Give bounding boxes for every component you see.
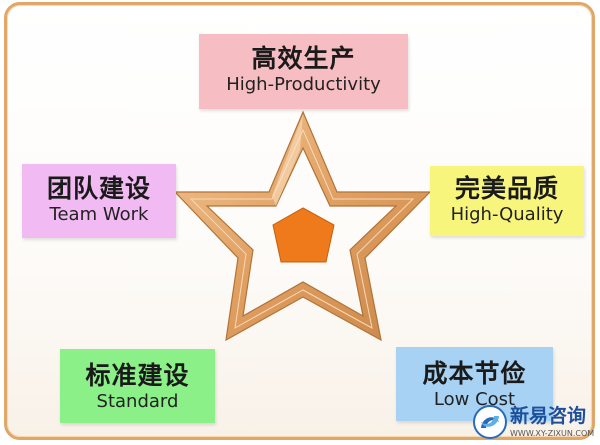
star-highlight bbox=[272, 115, 303, 206]
center-pentagon bbox=[272, 207, 335, 263]
card-title-zh: 标准建设 bbox=[85, 361, 190, 390]
card-title-en: Standard bbox=[96, 391, 179, 412]
low-cost-card: 成本节俭 Low Cost bbox=[396, 347, 553, 421]
card-title-zh: 团队建设 bbox=[46, 174, 151, 203]
card-title-en: High-Productivity bbox=[226, 74, 381, 95]
card-title-en: High-Quality bbox=[450, 204, 564, 225]
watermark-name: 新易咨询 bbox=[510, 405, 587, 427]
watermark-url: WWW.XY-ZIXUN.COM bbox=[510, 429, 595, 438]
card-title-en: Low Cost bbox=[433, 389, 516, 410]
star-outline bbox=[173, 110, 432, 342]
card-title-en: Team Work bbox=[49, 204, 149, 225]
high-productivity-card: 高效生产 High-Productivity bbox=[199, 34, 408, 109]
standard-card: 标准建设 Standard bbox=[60, 349, 215, 423]
high-quality-card: 完美品质 High-Quality bbox=[430, 166, 584, 236]
watermark-logo: 新易咨询 WWW.XY-ZIXUN.COM bbox=[472, 404, 596, 442]
team-work-card: 团队建设 Team Work bbox=[22, 164, 176, 238]
card-title-zh: 高效生产 bbox=[251, 44, 356, 73]
star-inner-ridge bbox=[189, 128, 415, 329]
card-title-zh: 成本节俭 bbox=[422, 359, 527, 388]
swirl-logo-icon bbox=[473, 405, 507, 439]
card-title-zh: 完美品质 bbox=[454, 174, 559, 203]
